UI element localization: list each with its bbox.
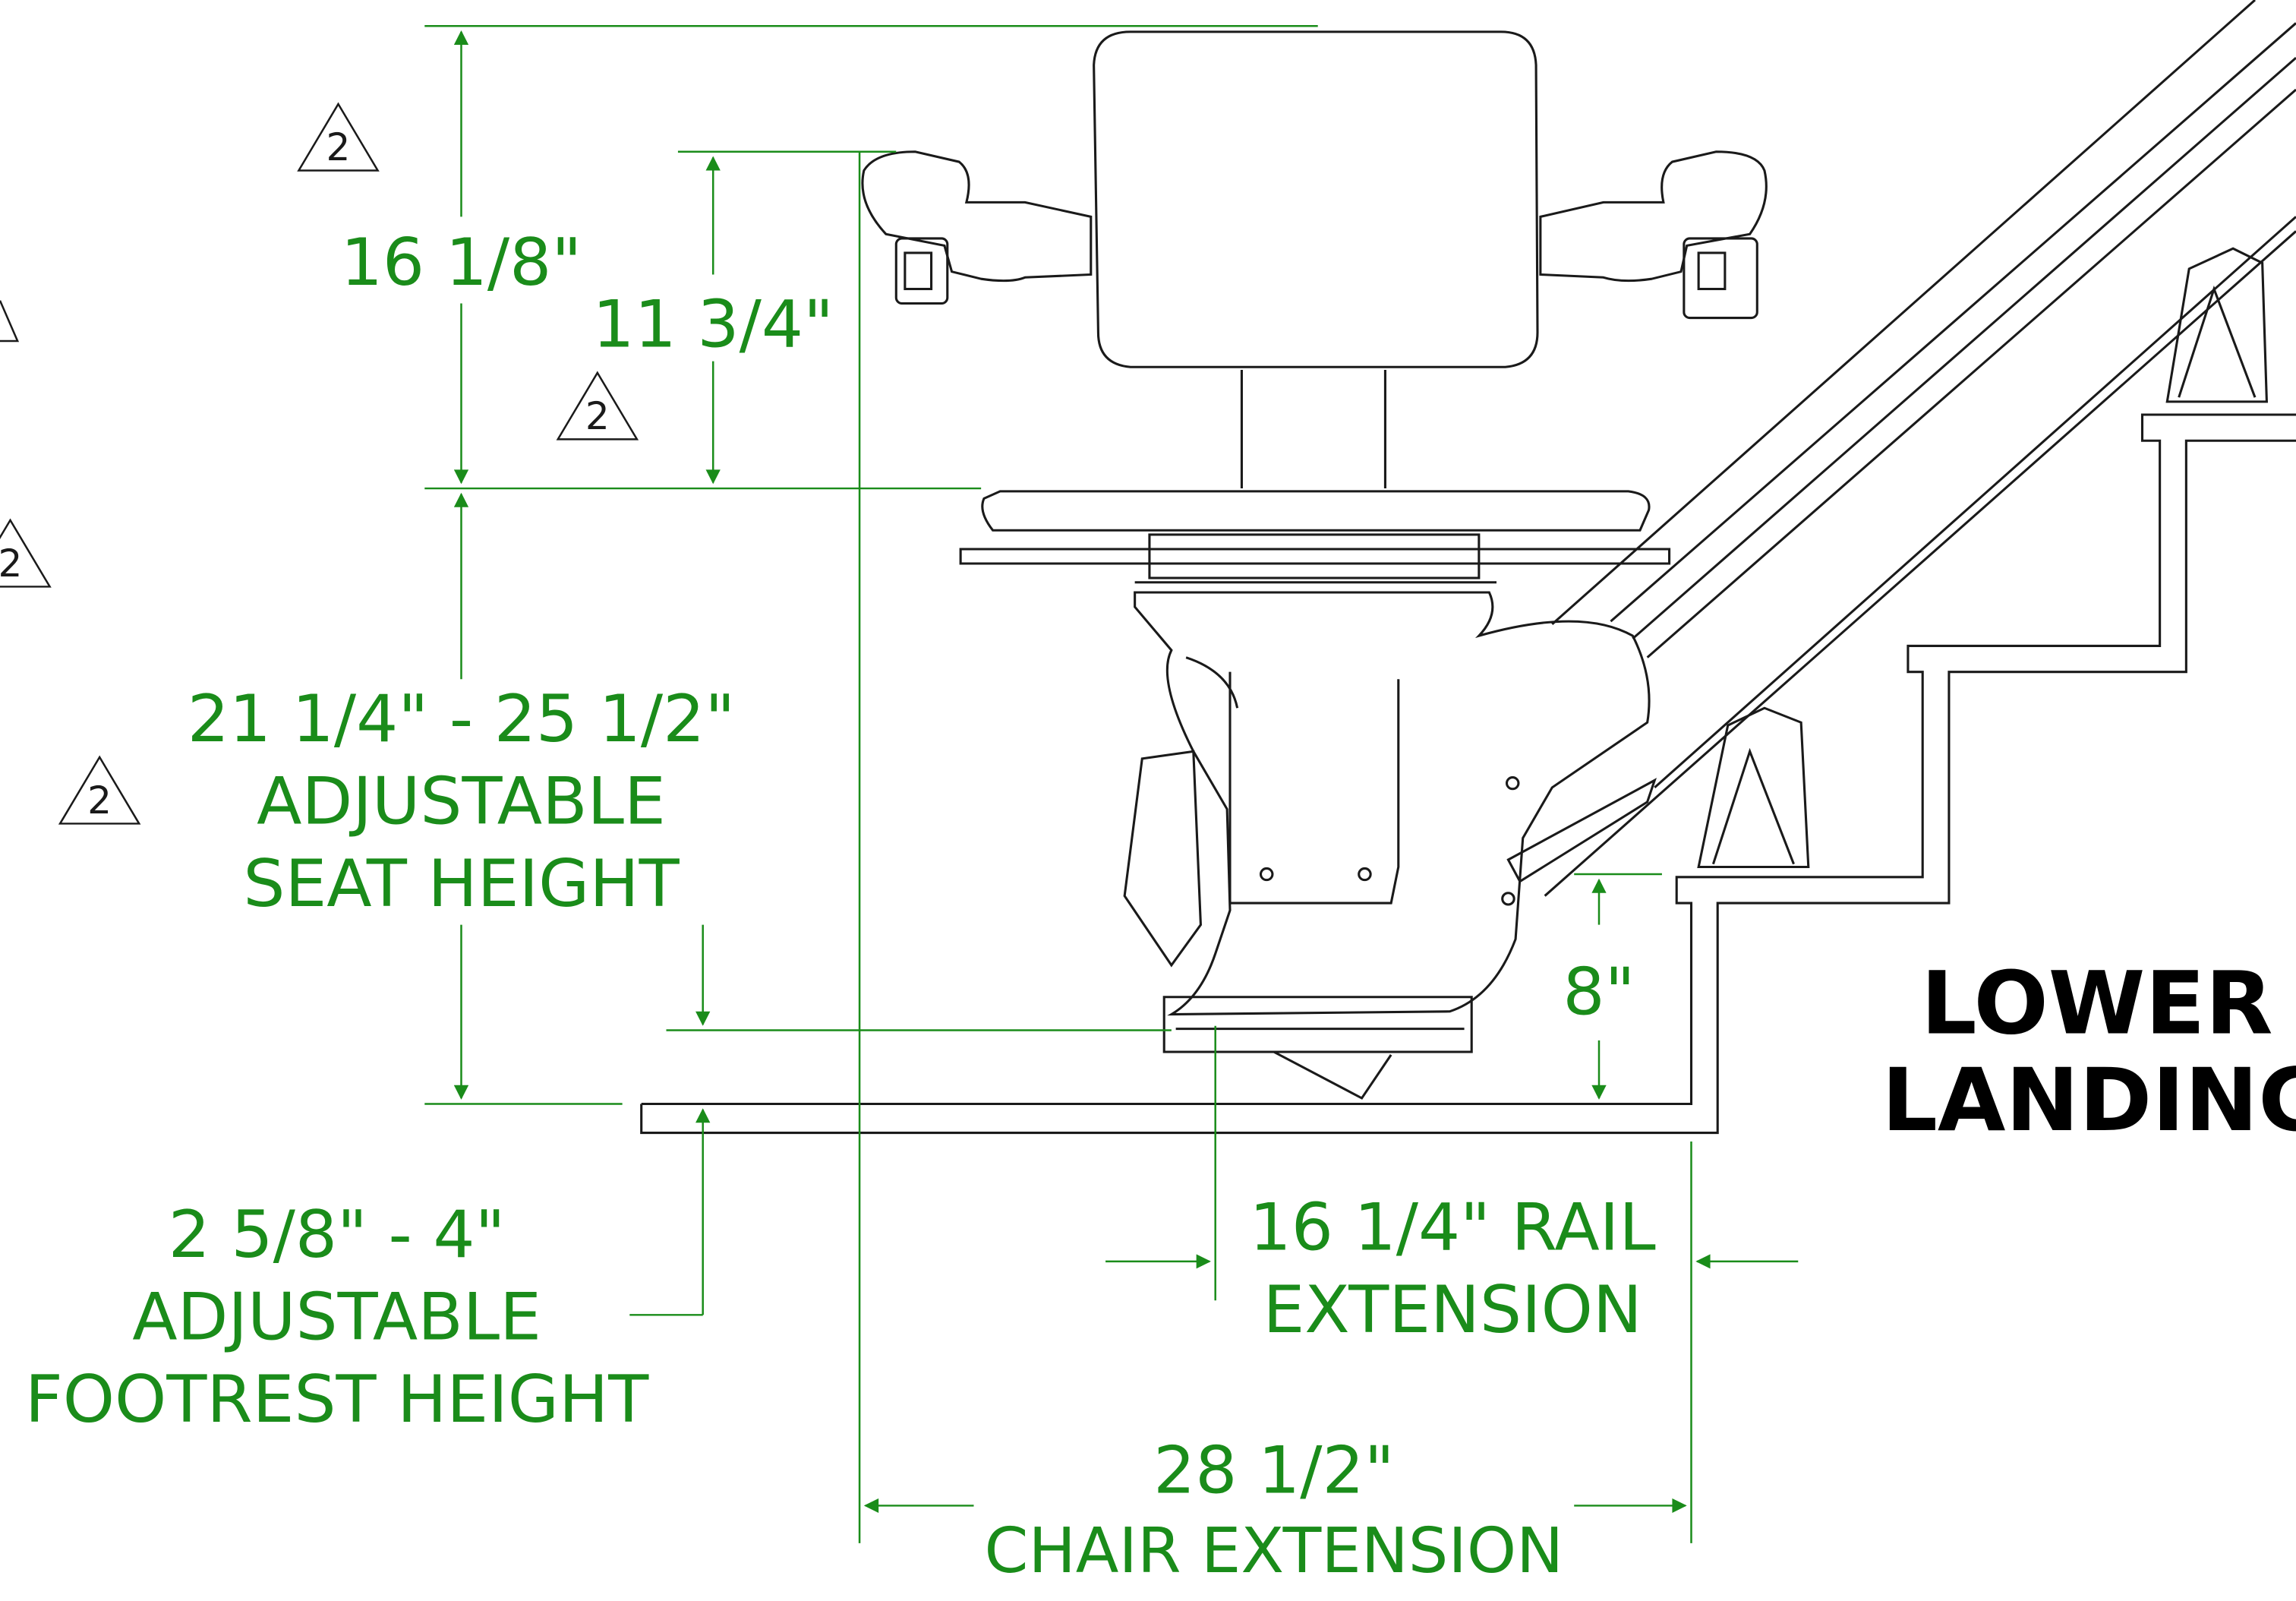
chair-extension-value: 28 1/2" (1153, 1433, 1395, 1508)
revision-markers: 2 2 2 2 (0, 102, 639, 825)
landing-label-line2: LANDING (1881, 1050, 2296, 1151)
seat-cushion (981, 490, 1651, 532)
seat-height-adjustable: ADJUSTABLE (257, 764, 666, 839)
stairlift-chair (861, 30, 1768, 1100)
svg-text:2: 2 (585, 394, 610, 438)
left-armrest (861, 150, 1093, 283)
svg-text:2: 2 (326, 125, 351, 169)
rail-height-label: 8" (1563, 955, 1635, 1030)
rail-support-brackets (1697, 247, 2269, 869)
rail-extension-value: 16 1/4" RAIL (1250, 1190, 1656, 1265)
rail-extension-caption: EXTENSION (1263, 1273, 1642, 1348)
chair-extension-caption: CHAIR EXTENSION (985, 1515, 1564, 1587)
svg-text:2: 2 (0, 542, 22, 586)
revision-triangle: 2 (297, 102, 380, 172)
carriage (1134, 591, 1651, 1016)
revision-triangle: 2 (58, 755, 141, 825)
footrest (1162, 996, 1473, 1053)
backrest (1093, 30, 1539, 368)
right-armrest (1539, 150, 1768, 283)
armrest-height-label: 11 3/4" (592, 287, 834, 362)
revision-triangle-partial (0, 300, 20, 343)
footrest-height-caption: FOOTREST HEIGHT (25, 1363, 649, 1438)
staircase (640, 413, 2296, 1135)
footrest-height-value: 2 5/8" - 4" (169, 1198, 506, 1273)
backrest-height-label: 16 1/8" (341, 225, 582, 300)
landing-label: LOWER LANDING (1881, 953, 2296, 1151)
dimension-lines (424, 25, 1799, 1543)
revision-triangle: 2 (556, 371, 639, 441)
dimension-labels: 16 1/8" 11 3/4" 21 1/4" - 25 1/2" ADJUST… (25, 225, 1656, 1587)
revision-triangle: 2 (0, 518, 52, 588)
seat-height-value: 21 1/4" - 25 1/2" (188, 682, 736, 757)
landing-label-line1: LOWER (1921, 953, 2273, 1054)
seat-height-caption: SEAT HEIGHT (243, 846, 680, 921)
rail (1544, 0, 2296, 897)
svg-text:2: 2 (87, 778, 112, 823)
footrest-height-adjustable: ADJUSTABLE (132, 1280, 541, 1355)
